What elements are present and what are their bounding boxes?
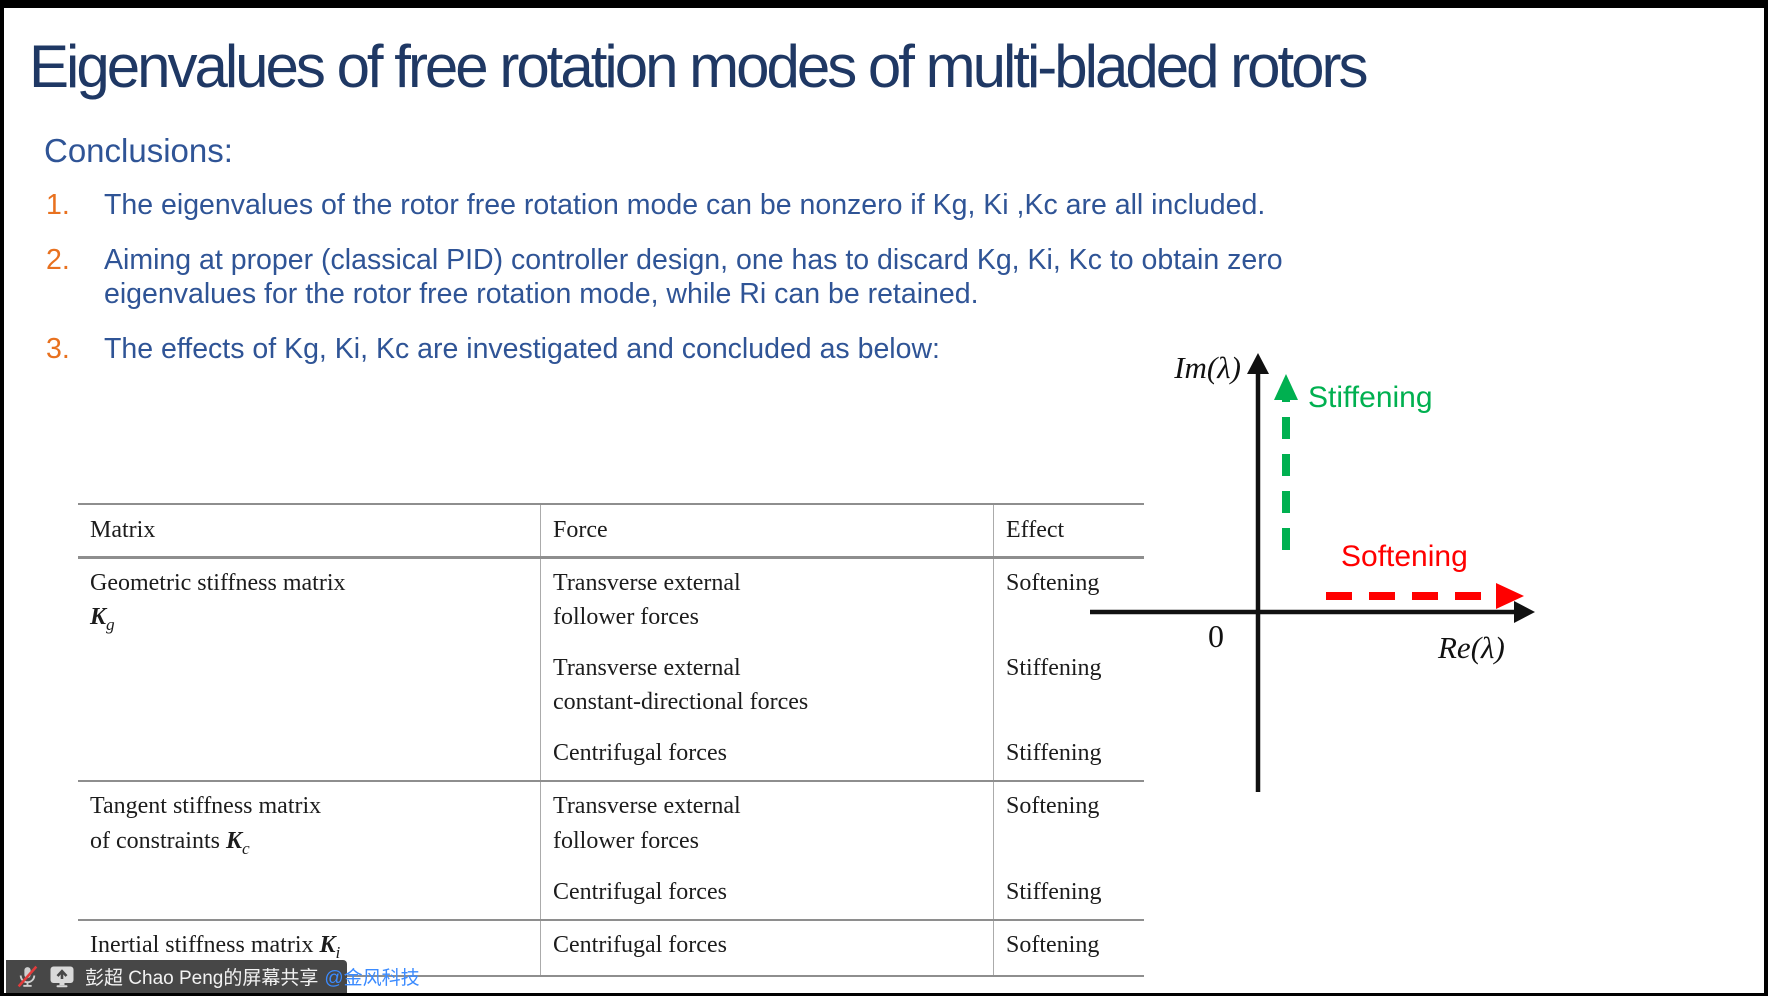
force-cell: Centrifugal forces [540,918,994,977]
table-row: Centrifugal forces Stiffening [78,729,1144,782]
sharer-name-text: 彭超 Chao Peng的屏幕共享 [85,968,319,989]
softening-label: Softening [1341,540,1468,573]
col-header-matrix: Matrix [78,504,541,560]
conclusions-heading: Conclusions: [44,132,233,169]
im-axis-label: Im(λ) [1174,350,1241,385]
list-text: The effects of Kg, Ki, Kc are investigat… [104,333,940,365]
list-text: Aiming at proper (classical PID) control… [104,244,1283,310]
stiffening-arrowhead [1274,374,1298,400]
col-header-force: Force [540,504,994,560]
screen-share-icon [50,966,74,988]
screen-share-indicator-bar[interactable]: 彭超 Chao Peng的屏幕共享 @金风科技 [6,960,420,993]
force-cell: Centrifugal forces [540,729,994,782]
table-row: Centrifugal forces Stiffening [78,867,1144,920]
list-number: 3. [46,333,70,365]
origin-label: 0 [1208,618,1224,654]
effect-cell: Softening [993,556,1144,645]
col-header-effect: Effect [993,504,1144,560]
effect-cell: Softening [993,918,1144,977]
softening-arrowhead [1496,583,1524,609]
list-number: 1. [46,189,70,221]
effect-cell: Softening [993,780,1144,868]
x-axis-arrowhead [1514,601,1535,623]
list-item: 3. The effects of Kg, Ki, Kc are investi… [46,332,1406,366]
effect-cell: Stiffening [1006,740,1102,767]
list-text: The eigenvalues of the rotor free rotati… [104,189,1266,221]
eigenvalue-plane-diagram: Im(λ) Re(λ) 0 Stiffening Softening [1086,350,1556,800]
stiffening-label: Stiffening [1308,381,1433,414]
conclusions-list: 1. The eigenvalues of the rotor free rot… [46,188,1406,387]
company-mention-link[interactable]: @金风科技 [324,968,420,989]
slide-title: Eigenvalues of free rotation modes of mu… [29,33,1368,100]
re-axis-label: Re(λ) [1438,630,1505,665]
effect-cell: Stiffening [1006,655,1102,682]
axes-and-arrows-graphic [1090,353,1535,792]
y-axis-arrowhead [1247,353,1269,374]
list-item: 1. The eigenvalues of the rotor free rot… [46,188,1406,222]
list-number: 2. [46,244,70,276]
effect-cell: Stiffening [1006,878,1102,905]
force-cell: Centrifugal forces [540,867,994,920]
list-item: 2. Aiming at proper (classical PID) cont… [46,243,1406,311]
slide: Eigenvalues of free rotation modes of mu… [4,8,1764,993]
muted-microphone-icon [17,965,38,988]
